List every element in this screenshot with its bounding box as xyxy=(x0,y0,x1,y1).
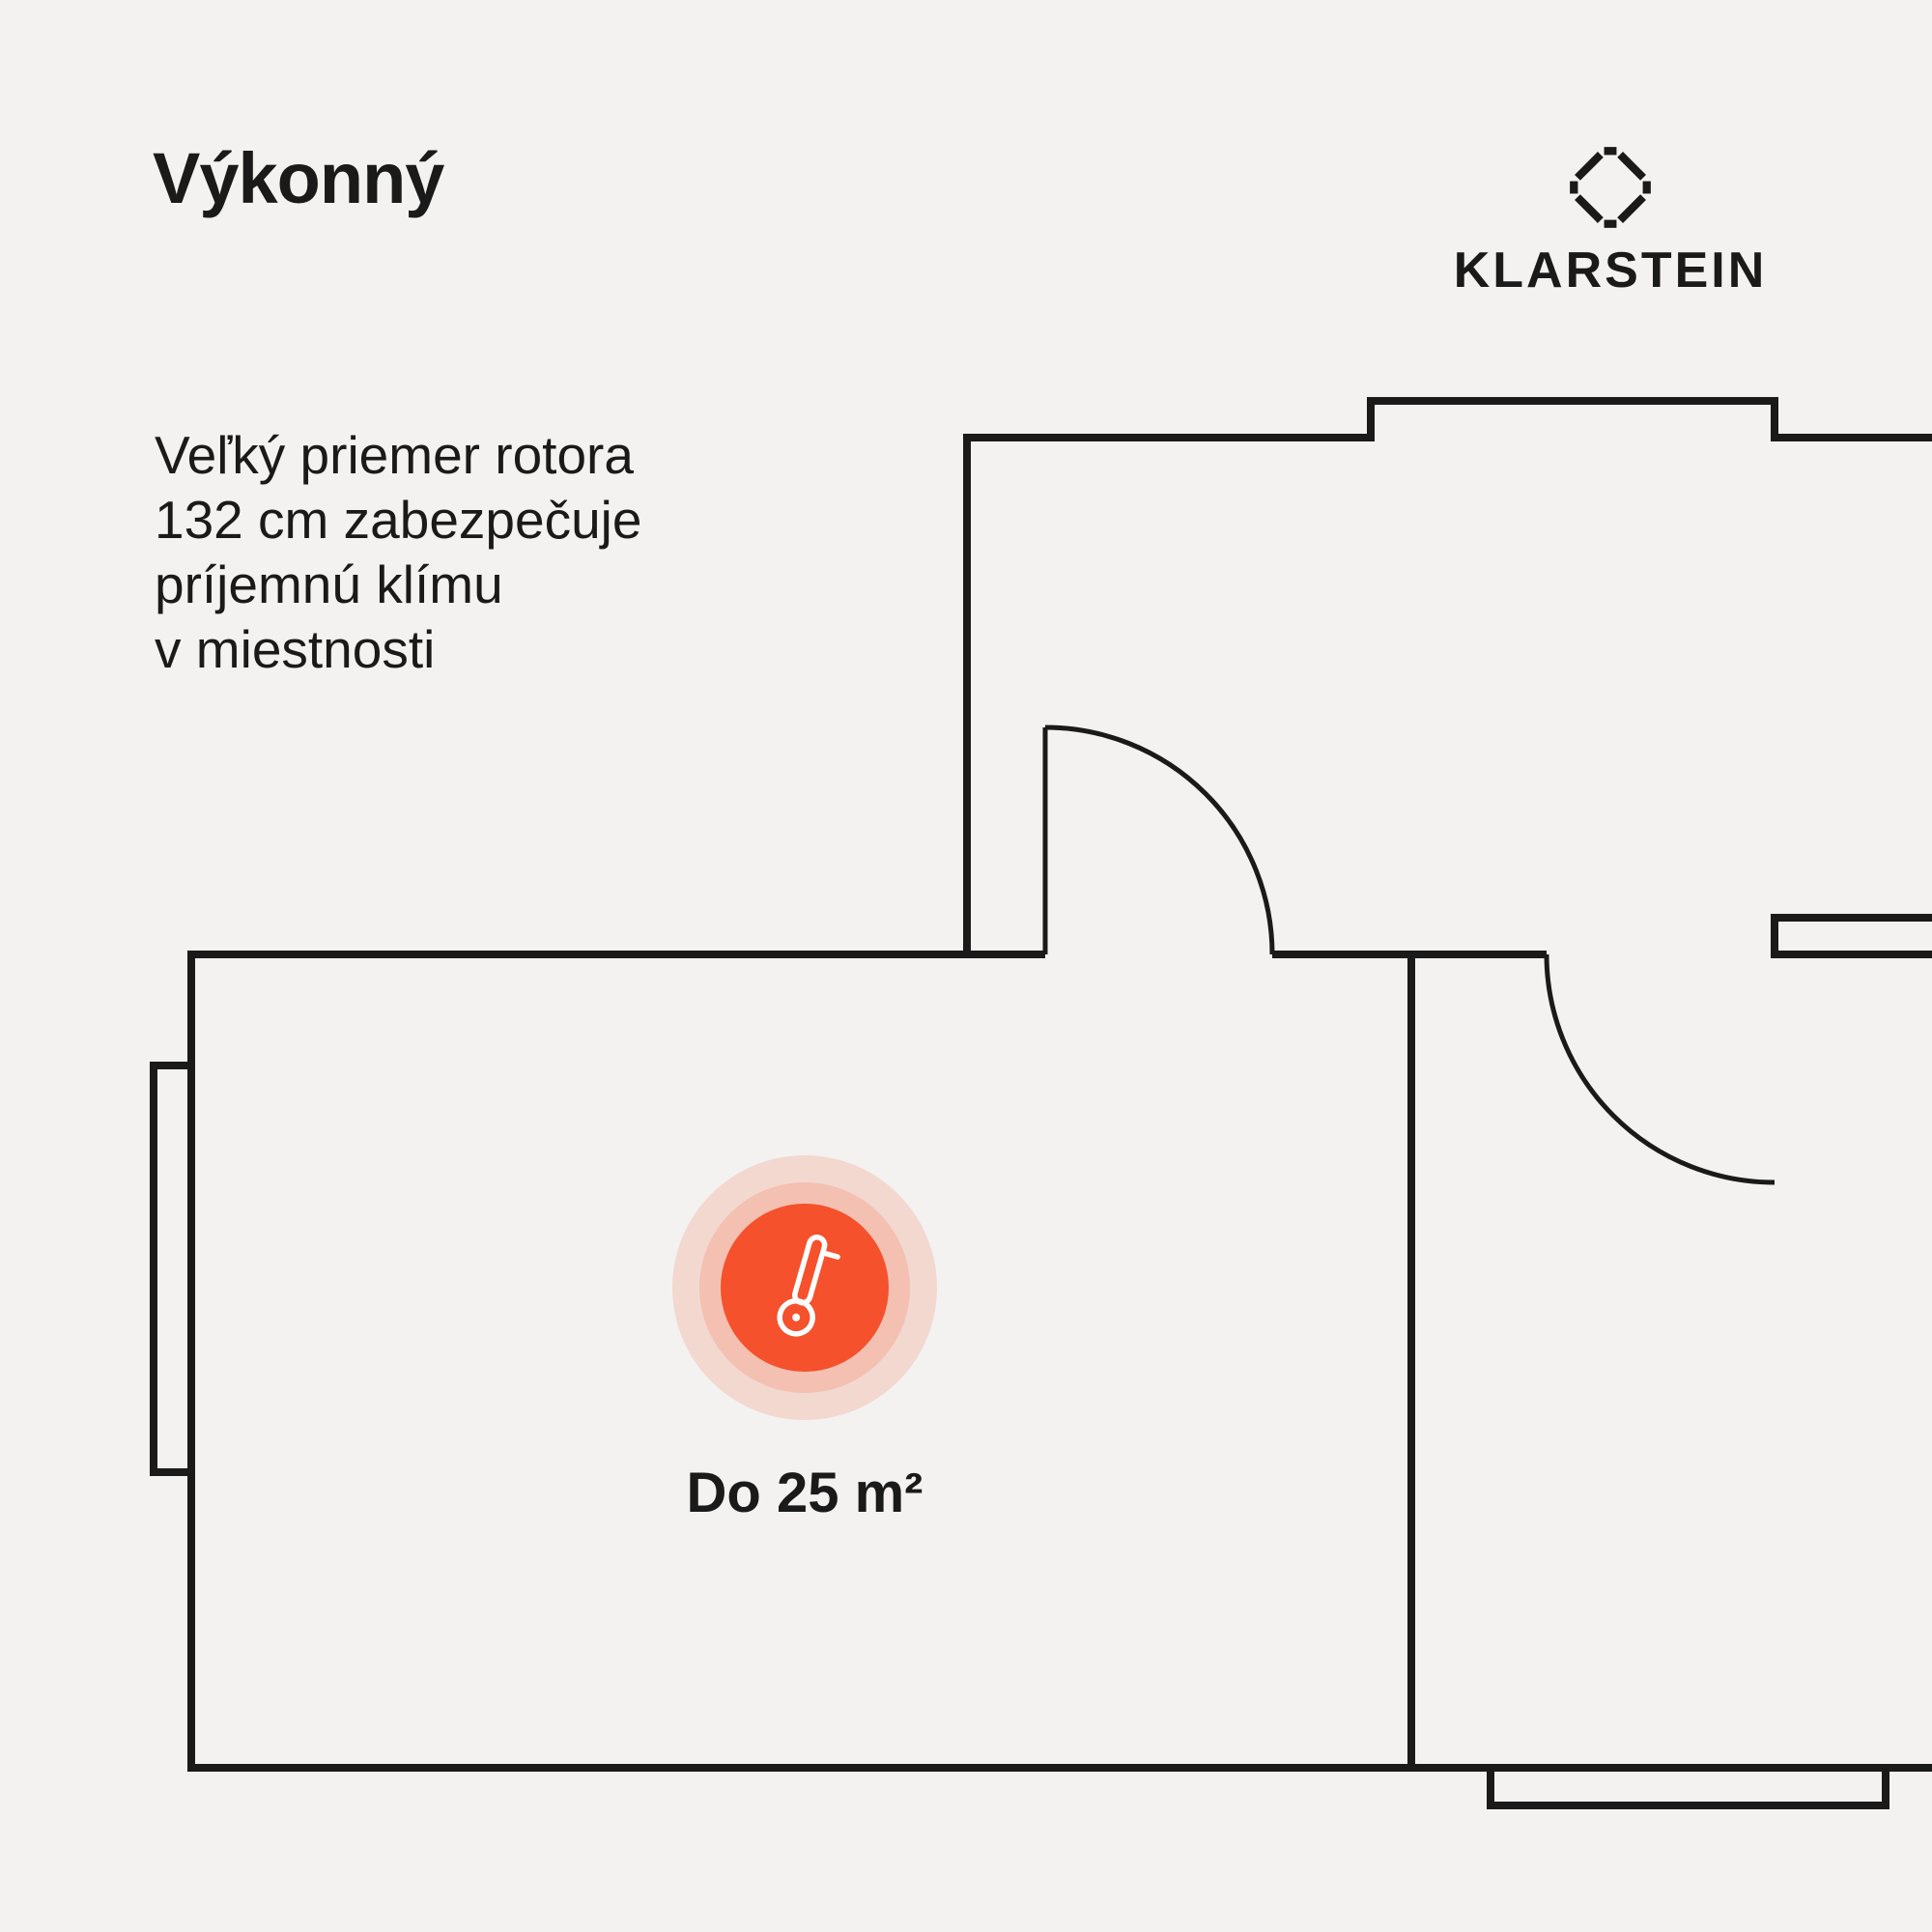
coverage-dot xyxy=(721,1204,889,1372)
description-line: Veľký priemer rotora xyxy=(155,425,634,485)
description-line: príjemnú klímu xyxy=(155,554,503,614)
description-line: v miestnosti xyxy=(155,619,436,679)
right-wall-window xyxy=(1771,914,1932,958)
diamond-gem-logo-icon xyxy=(1570,147,1651,228)
brand-block: KLARSTEIN xyxy=(1369,143,1852,299)
coverage-area-label: Do 25 m² xyxy=(686,1462,923,1524)
brand-name: KLARSTEIN xyxy=(1453,242,1768,298)
main-room-wall xyxy=(187,951,1932,1772)
bottom-window xyxy=(1487,1768,1889,1809)
left-window xyxy=(150,1062,191,1476)
description-paragraph: Veľký priemer rotora 132 cm zabezpečuje … xyxy=(155,423,641,682)
doors xyxy=(1042,724,1776,1185)
page-title: Výkonný xyxy=(153,138,444,218)
upper-room-wall xyxy=(963,397,1932,954)
door-swing-arc xyxy=(1044,724,1275,955)
door-swing-arc xyxy=(1544,953,1776,1185)
floorplan-walls xyxy=(150,397,1932,1809)
coverage-indicator xyxy=(672,1155,937,1420)
description-line: 132 cm zabezpečuje xyxy=(155,490,642,550)
thermometer-icon xyxy=(777,1235,840,1337)
